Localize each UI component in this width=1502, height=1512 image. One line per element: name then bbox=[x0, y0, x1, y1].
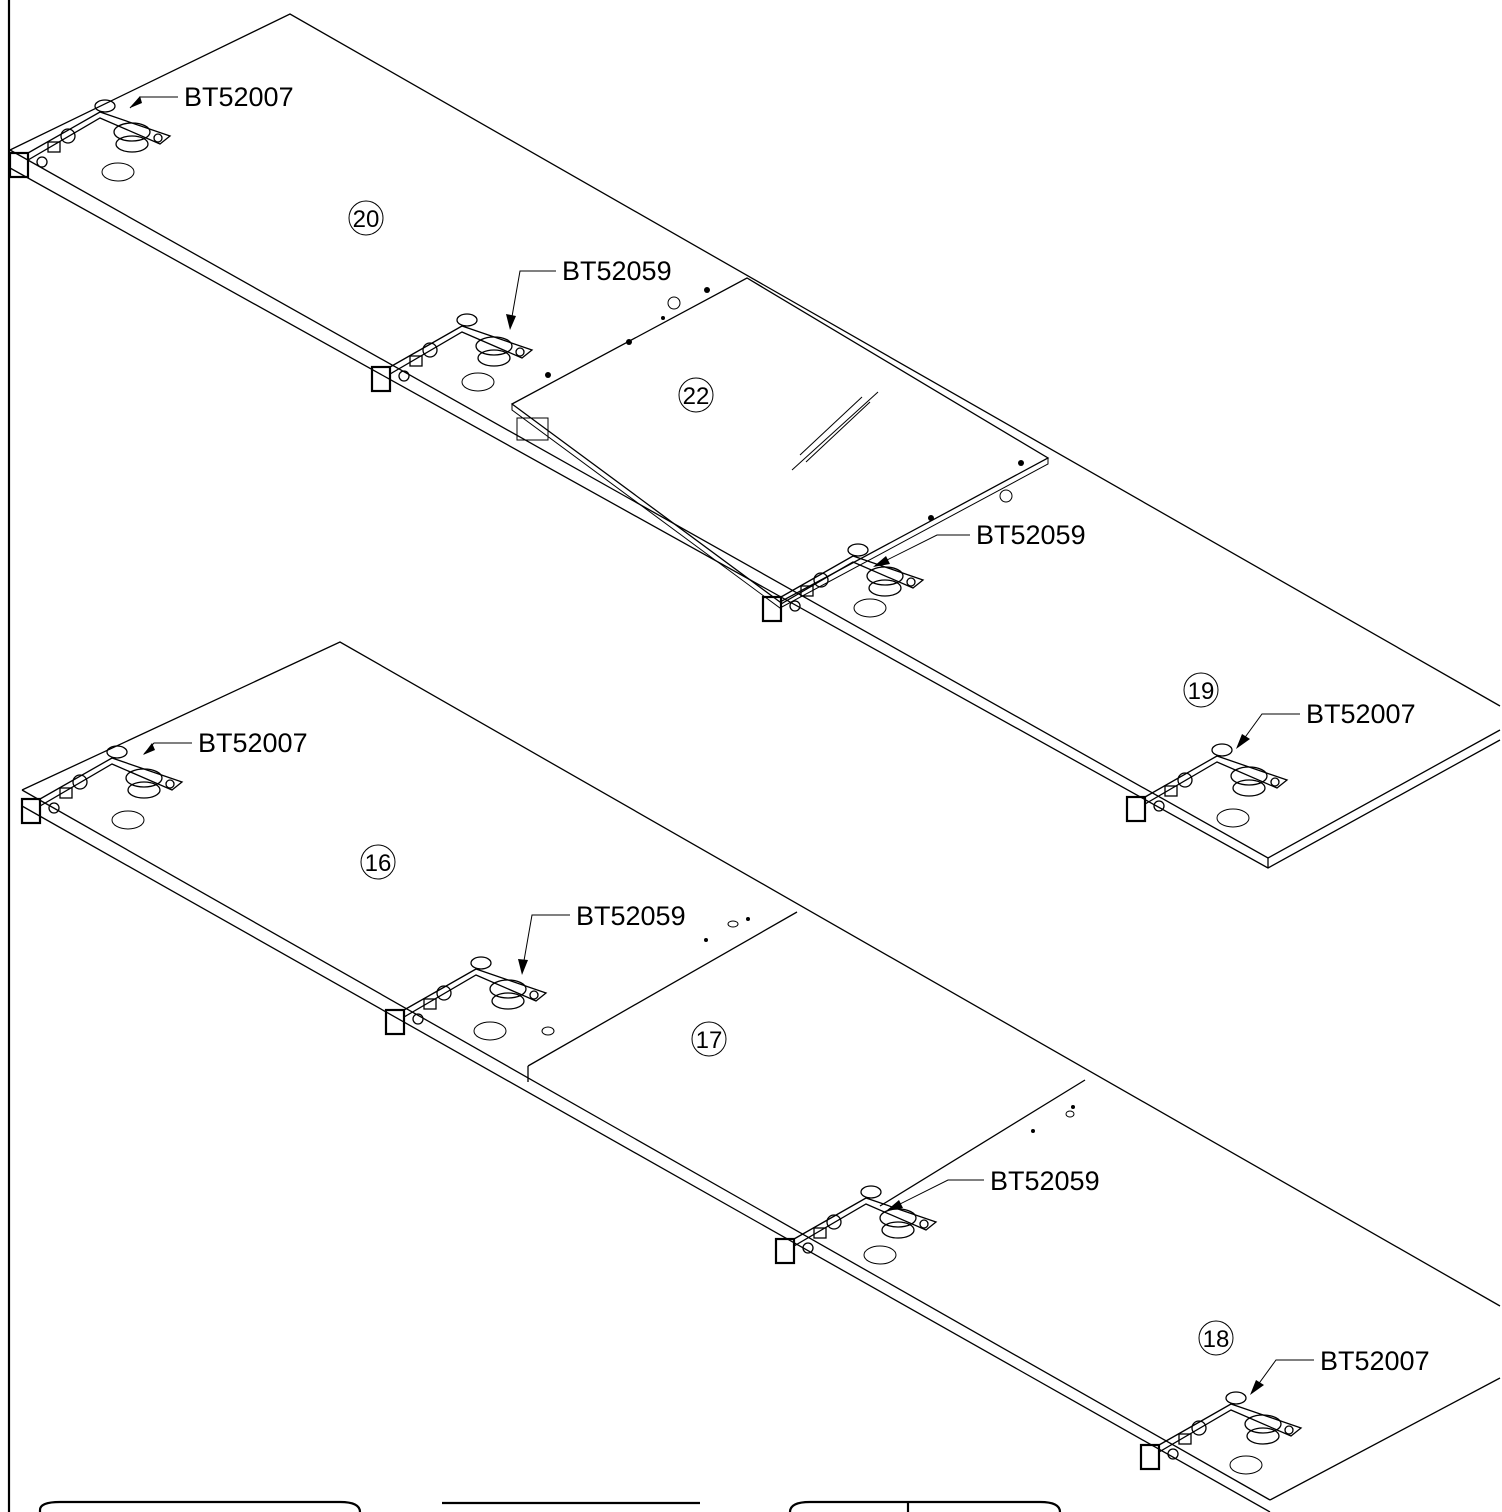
hinge-icon bbox=[1139, 1391, 1303, 1471]
part-number-circle bbox=[348, 200, 384, 236]
hinge-icon bbox=[761, 543, 925, 623]
leader-line bbox=[509, 270, 556, 329]
callout-label: BT52059 bbox=[562, 256, 672, 286]
hinge-icon bbox=[370, 313, 534, 393]
callout-label: BT52059 bbox=[976, 520, 1086, 550]
part-number-circle bbox=[360, 844, 396, 880]
hinge-bore bbox=[853, 598, 887, 618]
leader-line bbox=[521, 914, 570, 973]
callout-label: BT52059 bbox=[576, 901, 686, 931]
panel-hole bbox=[1071, 1105, 1075, 1109]
callout-label: BT52007 bbox=[1306, 699, 1416, 729]
part-number-22: 22 bbox=[683, 383, 710, 410]
panel-hole bbox=[541, 1026, 555, 1036]
title-block-box bbox=[788, 1500, 1062, 1512]
leader-arrow bbox=[1236, 734, 1250, 749]
glass-reflection-1 bbox=[791, 391, 879, 471]
hinge-bore bbox=[101, 162, 135, 182]
panel-hole bbox=[1031, 1129, 1035, 1133]
part-number-19: 19 bbox=[1188, 678, 1215, 705]
hinge-bore bbox=[111, 810, 145, 830]
panel-seam bbox=[527, 911, 798, 1067]
glass-hole bbox=[667, 296, 681, 310]
panel-hole bbox=[727, 920, 739, 928]
shelf-panel-front-edge-lower bbox=[21, 805, 1271, 1512]
shelf-panel-front-edge bbox=[21, 789, 1271, 1501]
panel-hole bbox=[746, 917, 750, 921]
callout-label: BT52007 bbox=[1320, 1346, 1430, 1376]
part-number-16: 16 bbox=[365, 850, 392, 877]
part-number-18: 18 bbox=[1203, 1326, 1230, 1353]
hinge-icon bbox=[8, 99, 172, 179]
glass-hole bbox=[999, 489, 1013, 503]
glass-hole bbox=[704, 287, 710, 293]
callout-label: BT52007 bbox=[198, 728, 308, 758]
hinge-bore bbox=[863, 1245, 897, 1265]
glass-hole bbox=[661, 316, 665, 320]
spacer-block bbox=[516, 417, 549, 441]
hinge-icon bbox=[20, 745, 184, 825]
shelf-panel-front-edge-lower bbox=[9, 167, 1501, 869]
glass-hole bbox=[1018, 460, 1024, 466]
hinge-bore bbox=[461, 372, 495, 392]
part-number-circle bbox=[691, 1021, 727, 1057]
leader-arrow bbox=[873, 556, 890, 567]
leader-line bbox=[874, 534, 970, 567]
glass-reflection-3 bbox=[805, 401, 871, 463]
shelf-panel-top-outline bbox=[21, 641, 1501, 1307]
hinge-icon bbox=[1125, 743, 1289, 823]
part-number-circle bbox=[678, 377, 714, 413]
part-number-circle bbox=[1183, 672, 1219, 708]
hinge-icon bbox=[774, 1185, 938, 1265]
leader-line bbox=[1251, 1359, 1314, 1394]
leader-arrow bbox=[506, 314, 516, 330]
title-block-fragments bbox=[38, 1500, 1062, 1512]
part-number-20: 20 bbox=[353, 206, 380, 233]
leader-arrow bbox=[886, 1200, 903, 1211]
hinge-bore bbox=[1216, 808, 1250, 828]
leader-line bbox=[887, 1179, 984, 1211]
shelf-panel-right-edge bbox=[1269, 1377, 1501, 1501]
part-number-circle bbox=[1198, 1320, 1234, 1356]
lower-assembly: 16 17 18 bbox=[20, 641, 1501, 1512]
panel-hole bbox=[704, 938, 708, 942]
leader-arrow bbox=[518, 959, 528, 975]
panel-seam bbox=[879, 1079, 1086, 1207]
part-number-17: 17 bbox=[696, 1027, 723, 1054]
hinge-bore bbox=[473, 1021, 507, 1041]
hinge-bore bbox=[1229, 1455, 1263, 1475]
glass-panel-22 bbox=[510, 277, 1050, 603]
leader-arrow bbox=[130, 96, 142, 108]
glass-reflection-2 bbox=[799, 396, 863, 456]
glass-hole bbox=[928, 515, 934, 521]
panel-hole bbox=[1065, 1110, 1075, 1118]
title-block-box bbox=[38, 1500, 362, 1512]
leader-line bbox=[1237, 713, 1300, 748]
hinge-icon bbox=[384, 956, 548, 1036]
callout-label: BT52007 bbox=[184, 82, 294, 112]
glass-hole bbox=[626, 339, 632, 345]
glass-hole bbox=[545, 372, 551, 378]
leader-arrow bbox=[1250, 1380, 1264, 1395]
upper-assembly: 20 22 19 bbox=[8, 13, 1501, 869]
leader-arrow bbox=[143, 743, 155, 755]
callout-label: BT52059 bbox=[990, 1166, 1100, 1196]
shelf-panel-top-outline bbox=[9, 13, 1501, 707]
glass-panel-22-edge bbox=[511, 404, 1049, 609]
